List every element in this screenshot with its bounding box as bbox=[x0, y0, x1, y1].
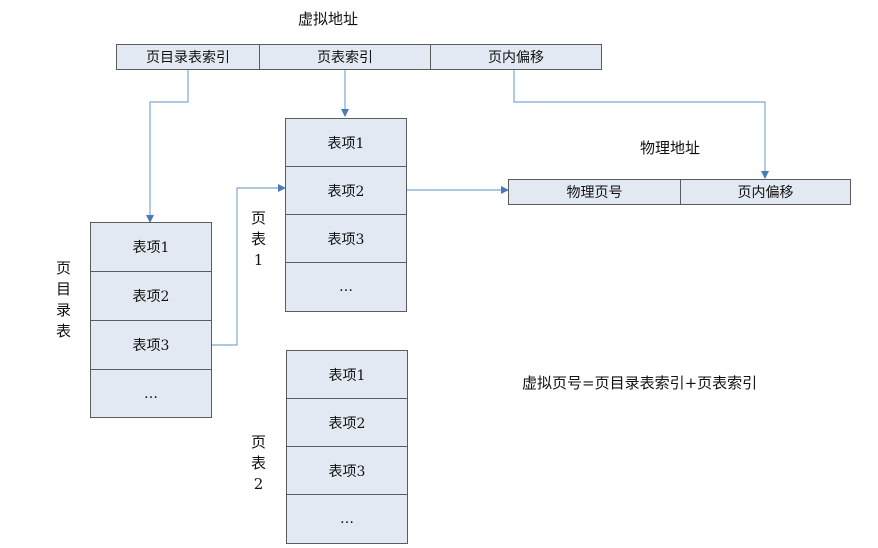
table2-entry-3: 表项3 bbox=[287, 447, 407, 495]
table2-entry-more: … bbox=[340, 511, 354, 527]
field-physical-offset: 页内偏移 bbox=[737, 185, 794, 201]
page-directory-table: 表项1 表项2 表项3 … bbox=[90, 222, 212, 418]
arrow-dir-index-to-directory bbox=[146, 70, 189, 223]
label-char: 2 bbox=[253, 475, 264, 493]
arrow-offset-to-physical bbox=[513, 70, 769, 179]
page-table-2-label: 页 表 2 bbox=[251, 432, 266, 495]
page-table-1-label: 页 表 1 bbox=[251, 208, 266, 271]
page-directory-label: 页 目 录 表 bbox=[56, 258, 71, 342]
virtual-address-title: 虚拟地址 bbox=[298, 10, 359, 28]
table1-entry-1: 表项1 bbox=[286, 119, 406, 167]
field-page-table-index: 页表索引 bbox=[260, 45, 431, 69]
label-char: 1 bbox=[253, 251, 264, 269]
label-char: 表 bbox=[56, 322, 72, 340]
label-char: 页 bbox=[251, 209, 267, 227]
table1-entry-more: … bbox=[339, 279, 353, 295]
label-char: 页 bbox=[56, 259, 72, 277]
table1-entry-2: 表项2 bbox=[286, 167, 406, 215]
directory-entry-more: … bbox=[144, 385, 158, 402]
label-char: 目 bbox=[56, 280, 72, 298]
label-char: 表 bbox=[251, 454, 267, 472]
virtual-page-number-formula: 虚拟页号=页目录表索引+页表索引 bbox=[522, 374, 758, 392]
table1-entry-3: 表项3 bbox=[286, 215, 406, 263]
page-table-1: 表项1 表项2 表项3 … bbox=[285, 118, 407, 312]
directory-entry-3: 表项3 bbox=[91, 321, 211, 370]
physical-address-bar: 物理页号 页内偏移 bbox=[508, 179, 851, 205]
table2-entry-2: 表项2 bbox=[287, 399, 407, 447]
label-char: 表 bbox=[251, 230, 267, 248]
virtual-address-bar: 页目录表索引 页表索引 页内偏移 bbox=[116, 44, 602, 70]
label-char: 录 bbox=[56, 301, 72, 319]
directory-entry-2: 表项2 bbox=[91, 272, 211, 321]
arrow-directory-entry3-to-table1 bbox=[212, 184, 286, 346]
physical-address-title: 物理地址 bbox=[640, 139, 701, 157]
page-table-2: 表项1 表项2 表项3 … bbox=[286, 350, 408, 544]
field-page-directory-index: 页目录表索引 bbox=[117, 45, 260, 69]
field-page-offset: 页内偏移 bbox=[488, 50, 544, 66]
table2-entry-1: 表项1 bbox=[287, 351, 407, 399]
directory-entry-1: 表项1 bbox=[91, 223, 211, 272]
label-char: 页 bbox=[251, 433, 267, 451]
field-physical-page-number: 物理页号 bbox=[509, 180, 681, 204]
